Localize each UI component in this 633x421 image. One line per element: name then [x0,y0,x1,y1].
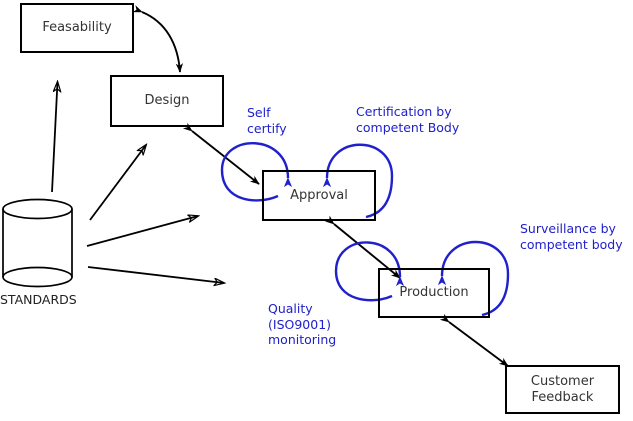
node-standards-label: STANDARDS [0,292,77,307]
edge-feasability-design [132,5,184,73]
edge-label-certification: Certification by competent Body [356,104,460,135]
edge-production-customerfeedback [439,313,509,367]
node-approval[interactable]: Approval [262,170,376,221]
node-feasability-label: Feasability [42,20,112,35]
edge-standards-to-approval [86,216,198,247]
loop-certification [322,143,394,219]
node-design[interactable]: Design [110,75,224,127]
loop-self-certify [220,142,293,202]
loop-surveillance [437,240,510,317]
edge-standards-to-feasability [51,82,58,193]
standards-cylinder-shape [2,198,73,288]
node-production-label: Production [399,285,469,300]
node-customer-feedback-label: Customer Feedback [530,373,595,405]
edge-label-quality: Quality (ISO9001) monitoring [268,301,337,347]
edge-label-self-certify: Self certify [247,105,287,136]
node-design-label: Design [144,93,190,108]
edge-standards-to-production [87,266,224,283]
edge-standards-to-design [89,145,146,221]
node-production[interactable]: Production [378,268,490,318]
node-customer-feedback[interactable]: Customer Feedback [505,365,620,414]
node-feasability[interactable]: Feasability [20,3,134,53]
loop-quality [334,241,405,302]
edge-label-surveillance: Surveillance by competent body [520,221,623,252]
node-approval-label: Approval [290,187,348,203]
